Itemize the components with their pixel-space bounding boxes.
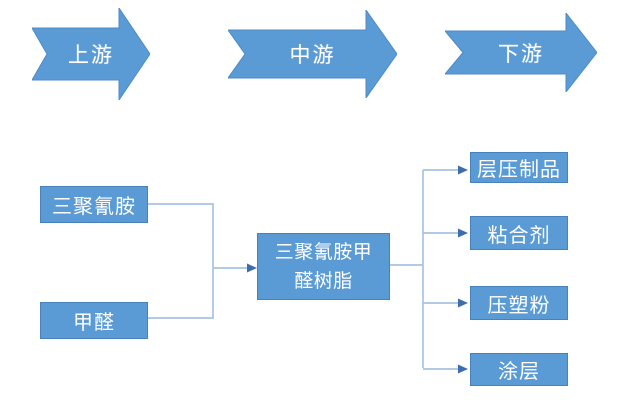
stage-label-midstream: 中游 [289,43,336,67]
stage-arrow-midstream: 中游 [228,10,397,98]
stage-label-downstream: 下游 [498,41,544,66]
stage-arrow-upstream: 上游 [32,8,150,100]
right-arrow-icon [32,8,150,100]
node-label: 粘合剂 [487,222,551,247]
node-label: 三聚氰胺 [52,194,136,218]
node-melamine-formaldehyde-resin: 三聚氰胺甲醛树脂 [257,233,390,300]
node-laminates: 层压制品 [470,152,568,183]
node-coating: 涂层 [470,353,568,386]
node-melamine: 三聚氰胺 [40,186,148,223]
node-label: 层压制品 [477,157,561,181]
node-molding-powder: 压塑粉 [470,286,568,320]
node-label: 甲醛 [73,310,115,334]
right-arrow-icon [228,10,397,98]
stage-arrow-downstream: 下游 [445,13,597,92]
node-formaldehyde: 甲醛 [40,302,148,339]
node-label: 三聚氰胺甲醛树脂 [274,241,373,292]
node-adhesive: 粘合剂 [470,216,568,250]
right-arrow-icon [445,13,597,92]
stage-label-upstream: 上游 [68,43,114,67]
node-label: 压塑粉 [487,292,551,317]
node-label: 涂层 [498,359,540,383]
